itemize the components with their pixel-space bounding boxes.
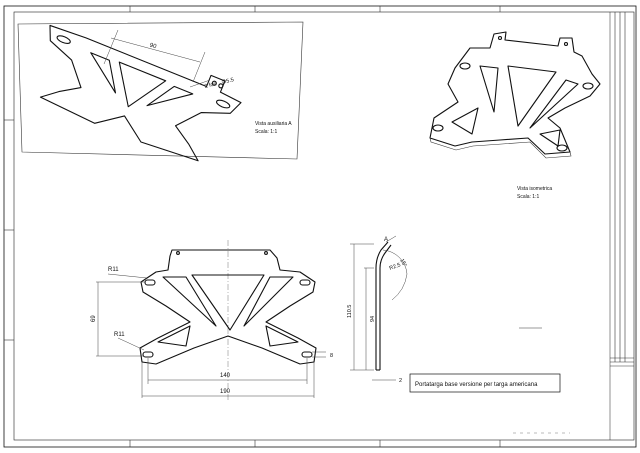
isometric-view: Vista isometrica Scala: 1:1 (429, 31, 601, 200)
auxiliary-slot-left (56, 35, 71, 44)
side-view: A R2.5 15° 110.5 94 2 (347, 235, 408, 384)
front-slot-bottom-left (142, 351, 154, 358)
front-plate-outline (139, 249, 317, 365)
iso-plate-thickness (429, 137, 572, 159)
front-slot-top-right (299, 279, 311, 286)
side-view-letter: A (384, 237, 388, 243)
front-cutout-right-lower (265, 325, 299, 347)
iso-cutout-left (479, 65, 499, 113)
side-bend-radius: R2.5 (389, 262, 402, 272)
front-view: R11 R11 69 8 140 190 (91, 240, 333, 400)
front-cutout-left-upper (162, 276, 217, 327)
side-thickness: 2 (399, 378, 402, 384)
sheet-border (3, 5, 637, 448)
auxiliary-plate-outline (39, 24, 242, 162)
auxiliary-view-border (17, 21, 304, 160)
drawing-frame (13, 11, 635, 441)
aux-view-scale: Scala: 1:1 (255, 129, 277, 135)
side-inner-height: 94 (370, 316, 376, 322)
auxiliary-slot-right (216, 99, 231, 109)
front-width-inner: 140 (220, 373, 231, 379)
iso-slot-2 (582, 82, 594, 90)
front-slot-bottom-right (301, 351, 313, 358)
front-radius-bottom: R11 (114, 332, 125, 338)
side-bend-angle: 15° (398, 258, 407, 268)
front-width-outer: 190 (220, 389, 231, 395)
front-slot-dim: 8 (330, 353, 333, 359)
iso-slot-4 (556, 144, 568, 152)
iso-cutout-center (507, 65, 557, 127)
iso-plate-top (429, 31, 601, 155)
front-hole-left (176, 251, 180, 255)
auxiliary-cutout-left (90, 52, 117, 94)
iso-cutout-right (529, 79, 579, 129)
auxiliary-cutout-center (118, 61, 167, 108)
auxiliary-view: 90 2 fori ∅5.5 Vista ausiliaria A Scala:… (17, 21, 304, 162)
front-cutout-center (191, 274, 265, 331)
front-height-dim: 69 (91, 315, 97, 322)
drawing-title: Portatarga base versione per targa ameri… (415, 382, 538, 388)
aux-view-label: Vista ausiliaria A (255, 121, 292, 127)
aux-holes-note: 2 fori (204, 81, 217, 90)
aux-hole-dia: ∅5.5 (221, 76, 235, 86)
front-cutout-left-lower (157, 325, 191, 347)
front-radius-top: R11 (108, 267, 119, 273)
iso-slot-3 (432, 124, 444, 132)
frame-tick-marks (4, 6, 501, 447)
iso-cutout-lower-left (451, 107, 479, 135)
iso-slot-1 (459, 62, 471, 70)
side-total-height: 110.5 (347, 305, 353, 318)
auxiliary-cutout-right (146, 85, 194, 107)
revision-strip (610, 12, 634, 367)
side-bend-arc (382, 249, 408, 301)
auxiliary-hole-left (211, 80, 217, 86)
side-plate-profile (375, 241, 389, 370)
title-block: Portatarga base versione per targa ameri… (409, 373, 561, 393)
aux-spacing-dim: 90 (149, 43, 158, 51)
front-cutout-right-upper (243, 276, 294, 327)
iso-view-label: Vista isometrica (517, 186, 552, 192)
front-slot-top-left (144, 279, 156, 286)
iso-cutout-lower-right (539, 129, 561, 147)
title-box (409, 373, 561, 393)
iso-view-scale: Scala: 1:1 (517, 194, 539, 200)
front-hole-right (264, 251, 268, 255)
auxiliary-hole-right (218, 83, 224, 89)
